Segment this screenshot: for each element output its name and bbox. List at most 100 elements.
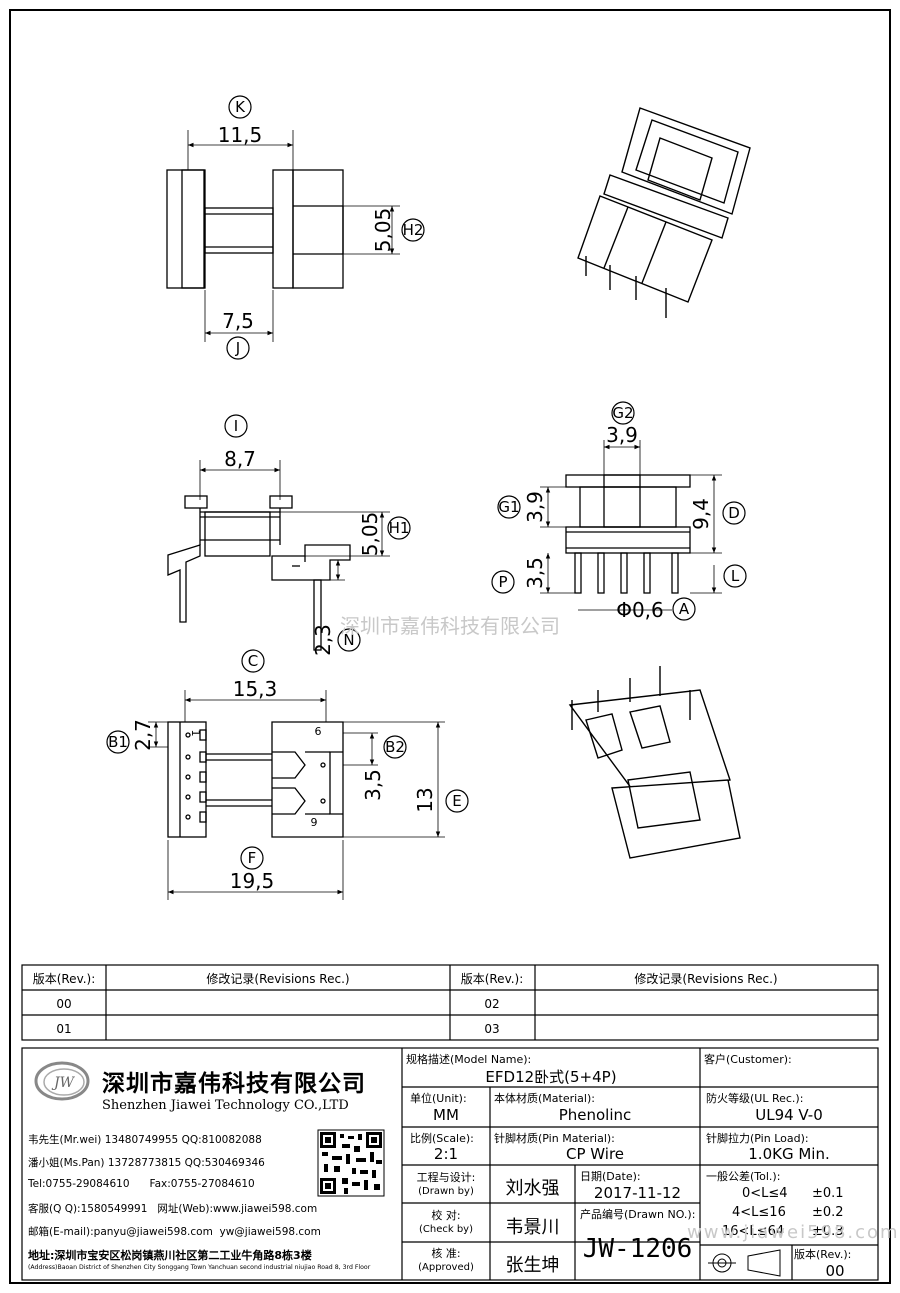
rev-header-right: 版本(Rev.): [461,972,524,986]
isometric-view-top [577,107,751,318]
date-value: 2017-11-12 [593,1184,682,1202]
bubble-E: E [452,792,461,810]
date-label: 日期(Date): [580,1170,641,1183]
rev-cell: 03 [484,1022,499,1036]
pin-number-9: 9 [311,816,318,829]
dim-value-N: 2,3 [311,624,335,656]
model-value: EFD12卧式(5+4P) [485,1068,617,1086]
drawing-no-value: JW-1206 [582,1234,693,1264]
bubble-D: D [728,504,740,522]
tolerance-label: 一般公差(Tol.): [706,1170,781,1183]
unit-value: MM [433,1106,459,1124]
bubble-B1: B1 [108,733,128,751]
bubble-A: A [679,600,690,618]
bubble-G2: G2 [612,404,633,422]
dim-value-P: 3,5 [523,557,547,589]
logo-text: JW [51,1075,76,1091]
dim-value-I: 8,7 [224,447,256,471]
contact-line: 邮箱(E-mail):panyu@jiawei598.com yw@jiawei… [28,1226,321,1238]
dimension-values: 11,5 5,05 7,5 8,7 5,05 2,3 3,9 3,9 9,4 3… [131,123,713,893]
dim-value-D: 9,4 [689,498,713,530]
bubble-G1: G1 [498,498,519,516]
title-block-frame [21,1047,879,1281]
tolerance-range: 16<L≤64 [722,1224,785,1239]
dim-value-H2: 5,05 [371,208,395,253]
bubble-P: P [498,573,507,591]
rev-value: 00 [825,1262,845,1280]
end-view [540,440,722,611]
drawing-no-label: 产品编号(Drawn NO.): [580,1208,696,1221]
dimension-letters: K H2 J I H1 N G2 G1 D P L A C B1 B2 E F [108,98,740,867]
bubble-C: C [248,652,258,670]
isometric-view-bottom [568,666,741,859]
rev-cell: 02 [484,997,499,1011]
check-label-en: (Check by) [418,1224,473,1235]
qr-code [317,1129,385,1197]
contact-line: 客服(Q Q):1580549991 网址(Web):www.jiawei598… [28,1203,318,1215]
rev-cell: 01 [56,1022,71,1036]
approved-value: 张生坤 [505,1255,560,1276]
title-block: 规格描述(Model Name): EFD12卧式(5+4P) 客户(Custo… [402,1048,898,1280]
drawn-value: 刘水强 [505,1178,560,1199]
revision-table-text: 版本(Rev.): 修改记录(Revisions Rec.) 版本(Rev.):… [33,971,778,1036]
contact-line: Tel:0755-29084610 Fax:0755-27084610 [28,1178,255,1190]
revision-table [21,964,879,1041]
tolerance-range: 4<L≤16 [732,1205,786,1220]
tolerance-range: 0<L≤4 [742,1186,788,1201]
drawn-label-en: (Drawn by) [418,1186,474,1197]
dim-value-A: Φ0,6 [616,598,664,622]
address-en: (Address)Baoan District of Shenzhen City… [28,1264,371,1271]
pin-material-label: 针脚材质(Pin Material): [494,1132,615,1145]
sheet-border [9,9,891,1284]
rev-cell: 00 [56,997,71,1011]
scale-value: 2:1 [433,1145,459,1163]
pin-load-label: 针脚拉力(Pin Load): [706,1132,809,1145]
dim-value-F: 19,5 [230,869,275,893]
company-name-en: Shenzhen Jiawei Technology CO.,LTD [102,1098,349,1113]
dim-value-B2: 3,5 [361,769,385,801]
tolerance-value: ±0.1 [812,1186,844,1201]
bubble-B2: B2 [385,738,405,756]
approved-label: 核 准: [431,1247,461,1260]
check-label: 校 对: [431,1209,461,1222]
tolerance-value: ±0.3 [812,1224,844,1239]
scale-label: 比例(Scale): [410,1132,474,1145]
bubble-L: L [731,567,740,585]
drawn-label: 工程与设计: [416,1171,476,1184]
front-view [167,460,390,651]
dim-value-G2: 3,9 [606,423,638,447]
dim-value-J: 7,5 [222,309,254,333]
bubble-K: K [235,98,246,116]
company-logo: JW [34,1061,90,1101]
dim-value-G1: 3,9 [523,491,547,523]
rev-header-left: 版本(Rev.): [33,972,96,986]
unit-label: 单位(Unit): [410,1092,467,1105]
address-line: 地址:深圳市宝安区松岗镇燕川社区第二工业牛角路8栋3楼 [28,1249,312,1262]
dim-value-H1: 5,05 [358,512,382,557]
rec-header-right: 修改记录(Revisions Rec.) [634,971,777,986]
bubble-F: F [248,849,257,867]
bubble-H1: H1 [389,519,410,537]
company-panel: 深圳市嘉伟科技有限公司 Shenzhen Jiawei Technology C… [22,1048,402,1280]
bottom-view [148,690,445,900]
bubble-N: N [343,631,354,649]
dim-value-K: 11,5 [218,123,263,147]
contact-line: 韦先生(Mr.wei) 13480749955 QQ:810082088 [28,1134,262,1146]
dim-value-E: 13 [413,787,437,812]
bubble-J: J [235,339,240,357]
rec-header-left: 修改记录(Revisions Rec.) [206,971,349,986]
tolerance-value: ±0.2 [812,1205,844,1220]
pin-load-value: 1.0KG Min. [748,1145,830,1163]
projection-symbol [708,1249,781,1277]
customer-label: 客户(Customer): [704,1053,792,1066]
company-name-cn: 深圳市嘉伟科技有限公司 [102,1070,366,1097]
dimension-bubbles [106,95,747,870]
model-label: 规格描述(Model Name): [406,1053,532,1066]
dim-value-C: 15,3 [233,677,278,701]
ul-label: 防火等级(UL Rec.): [706,1092,804,1105]
bubble-H2: H2 [403,221,424,239]
approved-label-en: (Approved) [418,1262,474,1273]
side-view-top [166,130,400,342]
watermark: 深圳市嘉伟科技有限公司 [340,614,560,638]
